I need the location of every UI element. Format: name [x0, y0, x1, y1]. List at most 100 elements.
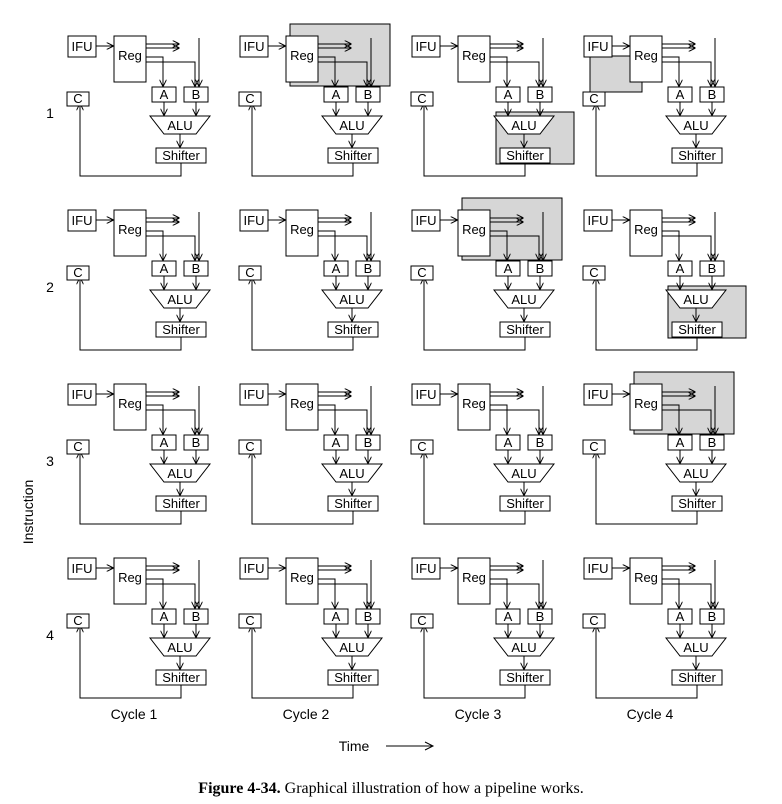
ifu-label: IFU [72, 561, 93, 576]
reg-to-b-arrow [318, 235, 367, 260]
alu-label: ALU [683, 466, 708, 481]
ifu-label: IFU [588, 387, 609, 402]
alu-label: ALU [511, 640, 536, 655]
shifter-label: Shifter [334, 670, 372, 685]
a-label: A [160, 435, 169, 450]
figure-caption-text: Graphical illustration of how a pipeline… [284, 780, 584, 797]
b-label: B [192, 609, 201, 624]
reg-to-b-arrow [490, 583, 539, 608]
reg-to-a-arrow [490, 578, 507, 608]
shifter-label: Shifter [334, 322, 372, 337]
ifu-label: IFU [244, 213, 265, 228]
shifter-to-c-arrow [80, 278, 182, 351]
c-latch [66, 91, 90, 107]
shifter-to-c-arrow [252, 278, 354, 351]
reg-label: Reg [462, 570, 486, 585]
alu-unit [664, 463, 728, 483]
instruction-label-1: 1 [46, 105, 54, 121]
reg-to-a-arrow [662, 230, 679, 260]
reg-label: Reg [118, 570, 142, 585]
c-latch [66, 613, 90, 629]
b-label: B [708, 261, 717, 276]
ifu-label: IFU [416, 39, 437, 54]
reg-to-b-arrow [318, 61, 367, 86]
shifter-to-c-arrow [252, 626, 354, 699]
reg-label: Reg [118, 396, 142, 411]
b-label: B [708, 435, 717, 450]
shifter-label: Shifter [678, 322, 716, 337]
reg-to-b-arrow [662, 61, 711, 86]
reg-label: Reg [290, 222, 314, 237]
ifu-label: IFU [588, 561, 609, 576]
a-label: A [160, 609, 169, 624]
reg-label: Reg [462, 48, 486, 63]
alu-label: ALU [167, 118, 192, 133]
reg-to-a-arrow [662, 404, 679, 434]
reg-label: Reg [634, 396, 658, 411]
c-label: C [73, 439, 82, 454]
c-latch [66, 439, 90, 455]
alu-label: ALU [683, 118, 708, 133]
reg-to-b-arrow [146, 235, 195, 260]
shifter-label: Shifter [506, 148, 544, 163]
reg-to-a-arrow [662, 578, 679, 608]
time-arrow [386, 741, 435, 751]
b-label: B [536, 435, 545, 450]
alu-unit [320, 115, 384, 135]
cycle-label-2: Cycle 2 [283, 706, 330, 722]
reg-to-b-arrow [490, 235, 539, 260]
reg-label: Reg [462, 396, 486, 411]
reg-label: Reg [634, 570, 658, 585]
alu-unit [320, 289, 384, 309]
b-label: B [192, 87, 201, 102]
b-label: B [364, 609, 373, 624]
c-label: C [589, 613, 598, 628]
shifter-label: Shifter [506, 670, 544, 685]
a-label: A [676, 261, 685, 276]
alu-unit [148, 289, 212, 309]
b-label: B [708, 87, 717, 102]
c-latch [238, 613, 262, 629]
shifter-to-c-arrow [424, 104, 526, 177]
reg-label: Reg [118, 48, 142, 63]
alu-unit [492, 637, 556, 657]
ifu-label: IFU [72, 213, 93, 228]
y-axis-label: Instruction [20, 480, 36, 545]
ifu-label: IFU [72, 387, 93, 402]
alu-unit [664, 637, 728, 657]
a-label: A [332, 87, 341, 102]
a-label: A [160, 261, 169, 276]
ifu-label: IFU [244, 387, 265, 402]
c-label: C [417, 91, 426, 106]
reg-block [113, 209, 147, 257]
c-label: C [417, 613, 426, 628]
reg-block [457, 557, 491, 605]
c-latch [410, 613, 434, 629]
reg-to-b-arrow [146, 409, 195, 434]
c-latch [238, 91, 262, 107]
c-latch [582, 265, 606, 281]
shifter-to-c-arrow [424, 626, 526, 699]
reg-block [285, 209, 319, 257]
c-latch [410, 439, 434, 455]
reg-block [629, 209, 663, 257]
alu-unit [664, 115, 728, 135]
a-label: A [332, 261, 341, 276]
ifu-label: IFU [588, 213, 609, 228]
shifter-to-c-arrow [596, 104, 698, 177]
shifter-label: Shifter [678, 148, 716, 163]
reg-to-a-arrow [318, 578, 335, 608]
shifter-to-c-arrow [80, 626, 182, 699]
reg-to-b-arrow [490, 409, 539, 434]
shifter-to-c-arrow [252, 452, 354, 525]
shifter-to-c-arrow [596, 278, 698, 351]
reg-label: Reg [118, 222, 142, 237]
reg-to-a-arrow [662, 56, 679, 86]
